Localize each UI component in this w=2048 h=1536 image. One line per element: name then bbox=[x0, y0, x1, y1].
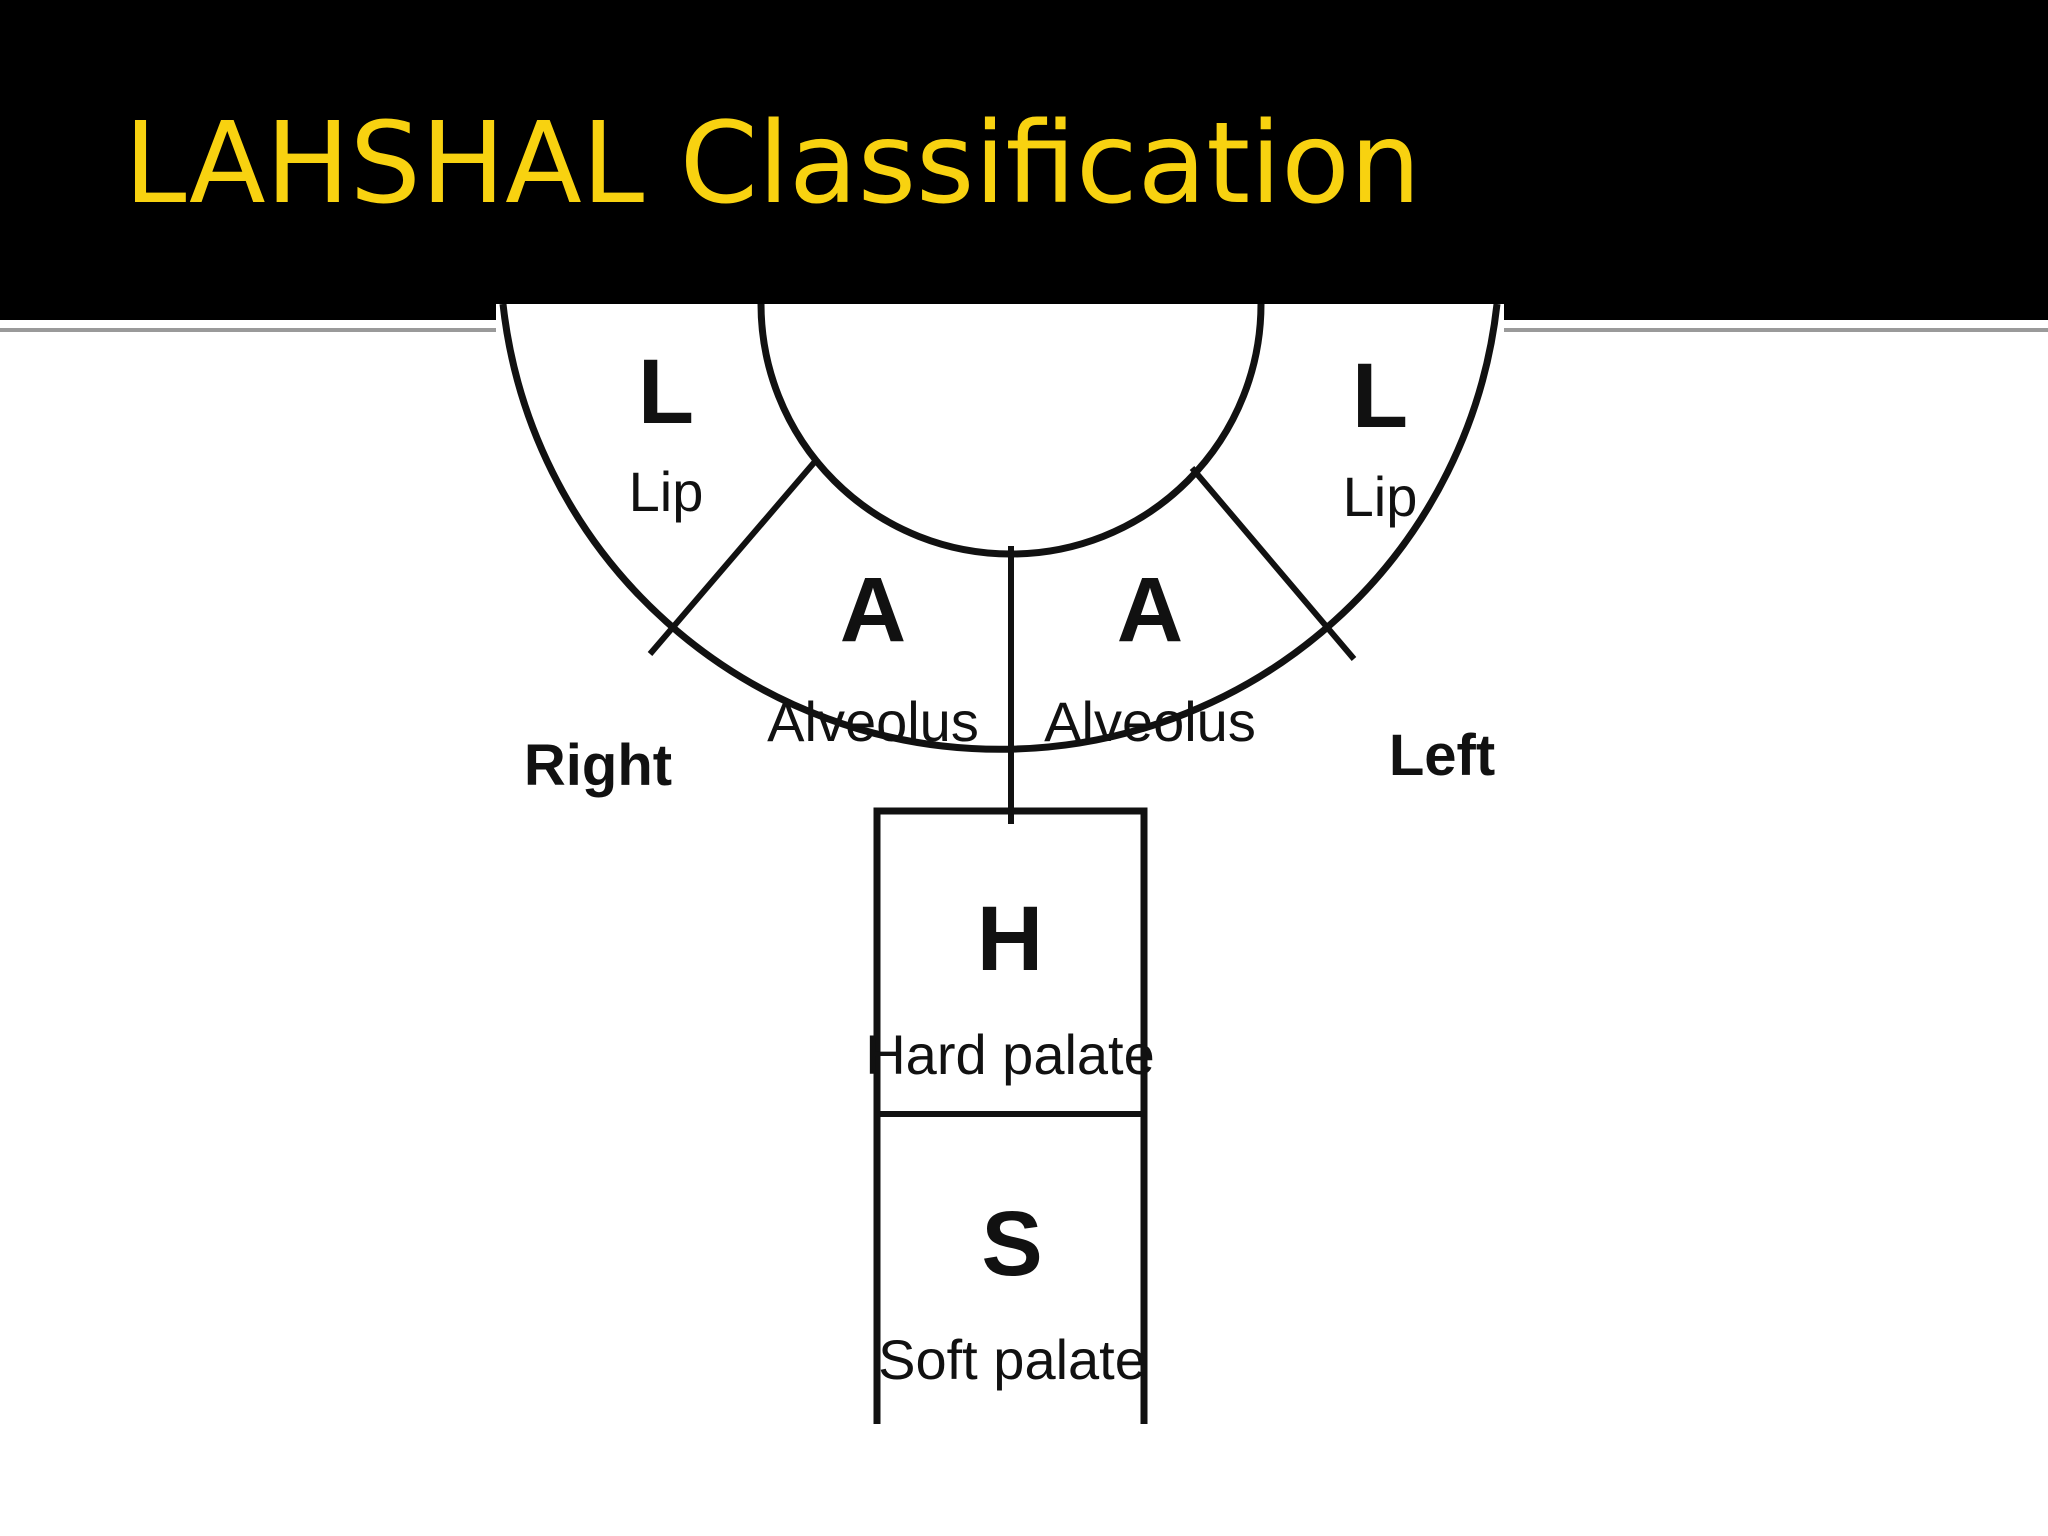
right-alveolus-code: A bbox=[840, 559, 906, 661]
soft-palate-label: Soft palate bbox=[878, 1328, 1146, 1391]
right-side-label: Right bbox=[524, 733, 672, 798]
hard-palate-code: H bbox=[977, 888, 1043, 990]
divider-left-alveolus-lip bbox=[1189, 466, 1357, 661]
divider-right-lip-alveolus bbox=[647, 456, 821, 656]
left-alveolus-code: A bbox=[1117, 559, 1183, 661]
palate-stem bbox=[873, 807, 1148, 1424]
left-alveolus-label: Alveolus bbox=[1044, 690, 1256, 753]
left-lip-code: L bbox=[1352, 345, 1408, 447]
slide-title: LAHSHAL Classification bbox=[124, 99, 1421, 229]
right-lip-code: L bbox=[638, 341, 694, 443]
right-alveolus-label: Alveolus bbox=[767, 690, 979, 753]
title-bar: LAHSHAL Classification bbox=[0, 0, 2048, 320]
hard-palate-label: Hard palate bbox=[865, 1023, 1155, 1086]
inner-ring-arc bbox=[757, 304, 1265, 558]
outer-ring-arc bbox=[499, 304, 1501, 753]
left-lip-label: Lip bbox=[1343, 465, 1418, 528]
lahshal-diagram: L Lip L Lip A Alveolus A Alveolus Right … bbox=[496, 304, 1504, 1424]
soft-palate-code: S bbox=[981, 1193, 1042, 1295]
left-side-label: Left bbox=[1389, 723, 1495, 788]
right-lip-label: Lip bbox=[629, 460, 704, 523]
lahshal-diagram-svg: L Lip L Lip A Alveolus A Alveolus Right … bbox=[499, 304, 1501, 1424]
